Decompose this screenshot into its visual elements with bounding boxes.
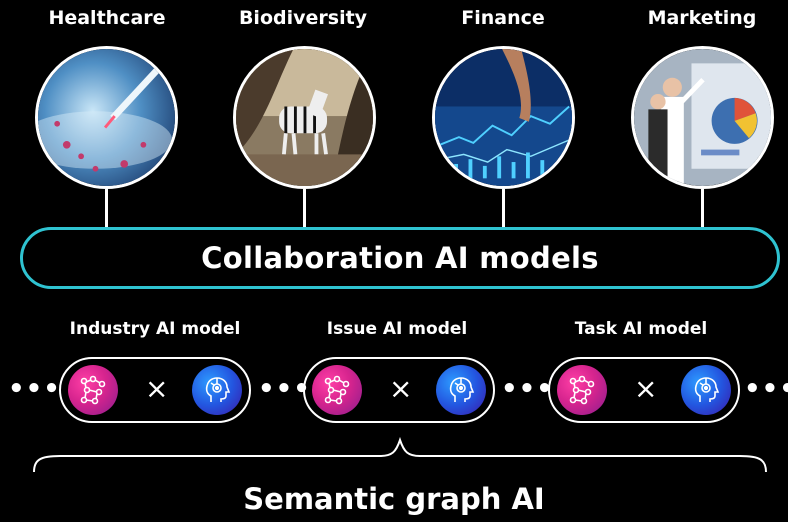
domain-label-biodiversity: Biodiversity (238, 7, 368, 29)
ellipsis-mid-1: ••• (258, 374, 311, 404)
collaboration-title: Collaboration AI models (201, 241, 599, 275)
semantic-graph-ai-title: Semantic graph AI (243, 482, 545, 516)
connector-marketing (701, 189, 704, 227)
domain-label-marketing: Marketing (647, 7, 757, 29)
issue-model-label: Issue AI model (326, 319, 468, 339)
ellipsis-mid-2: ••• (501, 374, 554, 404)
finance-image (432, 46, 575, 189)
industry-model-label: Industry AI model (69, 319, 241, 339)
connector-biodiversity (303, 189, 306, 227)
graph-network-icon (312, 365, 362, 415)
marketing-image (631, 46, 774, 189)
task-model-group: × (548, 357, 740, 423)
times-operator: × (145, 372, 169, 405)
graph-network-icon (557, 365, 607, 415)
domain-label-healthcare: Healthcare (48, 7, 166, 29)
curly-brace (33, 436, 767, 473)
times-operator: × (389, 372, 413, 405)
connector-finance (502, 189, 505, 227)
connector-healthcare (105, 189, 108, 227)
times-operator: × (634, 372, 658, 405)
ai-brain-head-icon (436, 365, 486, 415)
domain-label-finance: Finance (461, 7, 545, 29)
industry-model-group: × (59, 357, 251, 423)
ellipsis-left: ••• (8, 374, 61, 404)
ai-brain-head-icon (681, 365, 731, 415)
healthcare-image (35, 46, 178, 189)
ellipsis-right: ••• (744, 374, 788, 404)
issue-model-group: × (303, 357, 495, 423)
graph-network-icon (68, 365, 118, 415)
collaboration-ai-models-box: Collaboration AI models (20, 227, 780, 289)
biodiversity-image (233, 46, 376, 189)
task-model-label: Task AI model (574, 319, 708, 339)
ai-brain-head-icon (192, 365, 242, 415)
